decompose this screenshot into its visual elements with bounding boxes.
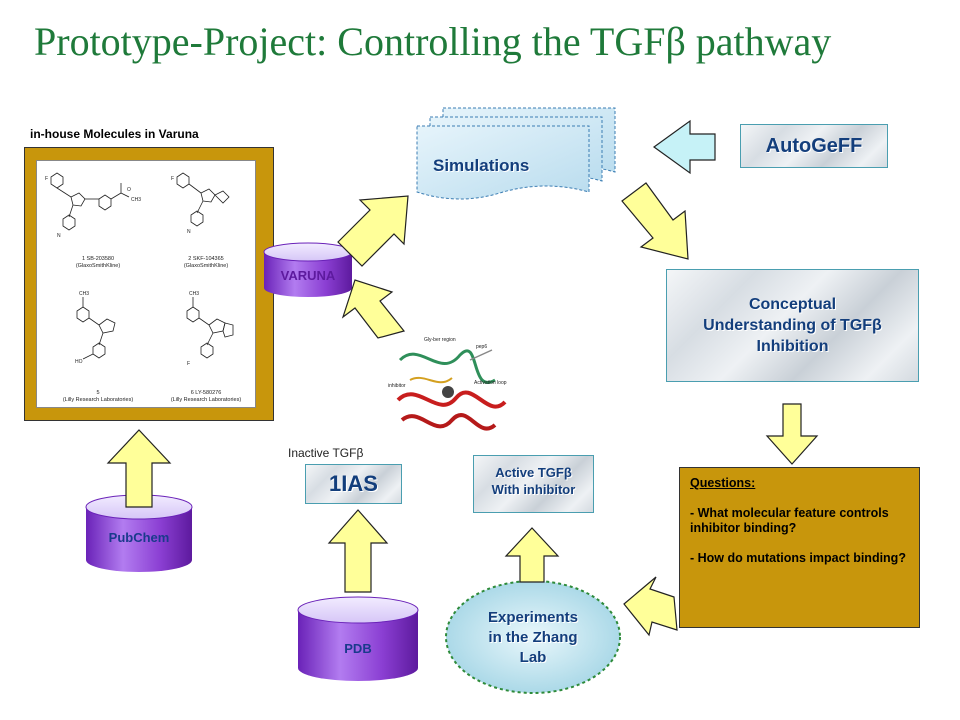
varuna-cylinder	[263, 242, 353, 297]
svg-text:F: F	[171, 176, 174, 182]
inactive-tgfb-caption: Inactive TGFβ	[288, 446, 364, 460]
active-tgfb-box: Active TGFβ With inhibitor	[473, 455, 594, 513]
protein-structure-image	[383, 334, 513, 452]
questions-to-experiments-arrow	[623, 576, 678, 637]
autogeff-label: AutoGeFF	[765, 134, 863, 157]
structure-1ias-label: 1IAS	[329, 471, 378, 496]
molecules-sheet: F N O CH3 F N CH3 HO CH3 F	[36, 160, 256, 408]
autogeff-box: AutoGeFF	[740, 124, 888, 168]
experiments-line-3: Lab	[519, 649, 547, 666]
question-2: - How do mutations impact binding?	[690, 551, 906, 565]
protein-label-gly: Gly-ber region	[424, 337, 456, 343]
svg-text:N: N	[57, 233, 61, 239]
compound-1-source: (GlaxoSmithKline)	[75, 263, 121, 269]
compound-6-source: (Lilly Research Laboratories)	[170, 397, 242, 403]
conceptual-line-1: Conceptual	[748, 296, 837, 313]
experiments-line-2: in the Zhang	[488, 629, 578, 646]
compound-6-name: 6 LY-580276	[190, 390, 222, 396]
compound-2-source: (GlaxoSmithKline)	[183, 263, 229, 269]
structure-1ias-box: 1IAS	[305, 464, 402, 504]
pubchem-label: PubChem	[108, 530, 170, 545]
protein-label-pep: pep6	[476, 344, 488, 350]
simulations-stack	[416, 107, 616, 200]
pdb-up-arrow	[327, 509, 389, 593]
compound-5-name: 5	[96, 390, 100, 396]
pdb-cylinder	[297, 596, 419, 681]
active-tgfb-line-2: With inhibitor	[491, 482, 576, 497]
svg-text:HO: HO	[75, 359, 83, 365]
simulations-label: Simulations	[433, 156, 530, 175]
question-1: - What molecular feature controls inhibi…	[690, 506, 889, 535]
svg-text:F: F	[187, 361, 190, 367]
varuna-label: VARUNA	[280, 268, 336, 283]
svg-text:F: F	[45, 176, 48, 182]
compound-5-source: (Lilly Research Laboratories)	[62, 397, 134, 403]
simulations-to-conceptual-arrow	[621, 182, 689, 260]
experiments-text: Experiments in the Zhang Lab	[446, 608, 620, 668]
protein-to-varuna-arrow	[341, 279, 406, 339]
pdb-label: PDB	[344, 641, 372, 656]
molecules-caption: in-house Molecules in Varuna	[30, 127, 199, 141]
active-tgfb-line-1: Active TGFβ	[495, 465, 572, 480]
conceptual-box: Conceptual Understanding of TGFβ Inhibit…	[666, 269, 919, 382]
protein-label-activation: Activation loop	[474, 380, 507, 386]
questions-heading: Questions:	[690, 476, 756, 490]
svg-text:CH3: CH3	[79, 291, 89, 297]
experiments-ellipse	[445, 580, 621, 694]
autogeff-to-simulations-arrow	[652, 119, 716, 175]
protein-label-inhibitor: inhibitor	[388, 383, 406, 389]
conceptual-line-3: Inhibition	[756, 338, 829, 355]
compound-1-name: 1 SB-203580	[81, 256, 115, 262]
svg-text:O: O	[127, 187, 131, 193]
conceptual-line-2: Understanding of TGFβ	[703, 317, 882, 334]
varuna-to-simulations-arrow	[337, 195, 409, 267]
slide-title: Prototype-Project: Controlling the TGFβ …	[34, 19, 832, 64]
pubchem-up-arrow	[106, 429, 172, 508]
svg-text:CH3: CH3	[189, 291, 199, 297]
molecule-structures-drawing: F N O CH3 F N CH3 HO CH3 F	[45, 172, 234, 367]
questions-box: Questions: - What molecular feature cont…	[679, 467, 920, 628]
svg-text:N: N	[187, 229, 191, 235]
conceptual-to-questions-arrow	[765, 403, 819, 465]
experiments-up-arrow	[504, 527, 560, 583]
compound-2-name: 2 SKF-104365	[188, 256, 224, 262]
experiments-line-1: Experiments	[487, 609, 579, 626]
svg-text:CH3: CH3	[131, 197, 141, 203]
